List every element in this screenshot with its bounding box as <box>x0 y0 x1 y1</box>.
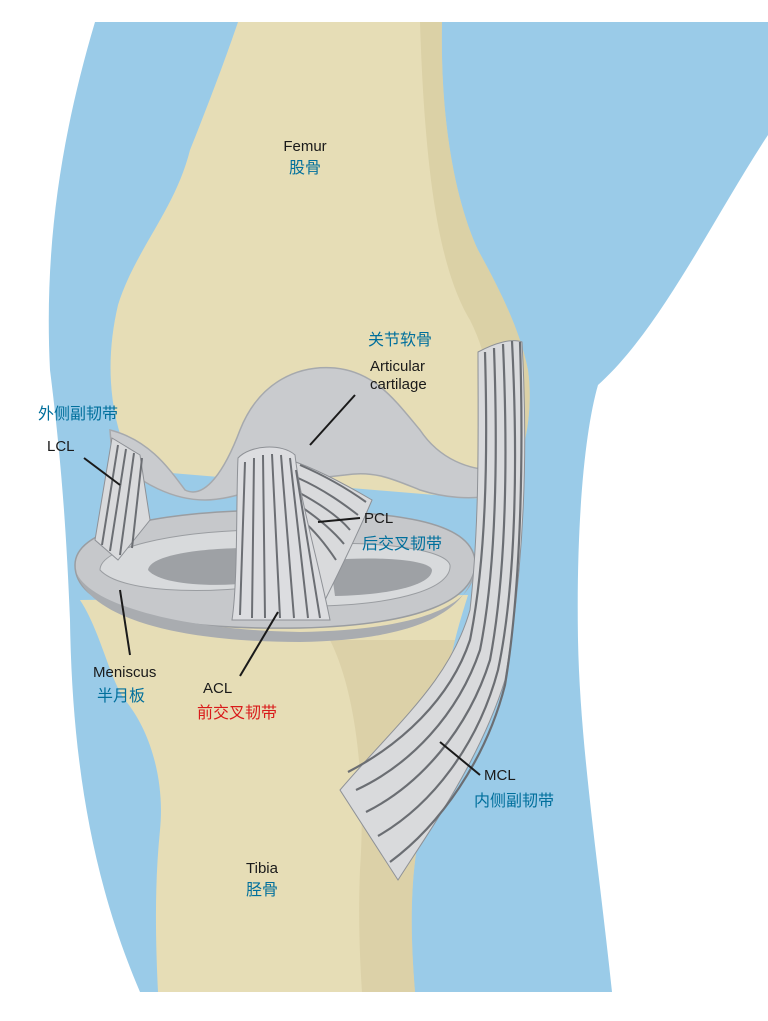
lcl-ligament <box>94 437 151 561</box>
meniscus-hole-lateral <box>148 548 258 585</box>
meniscus-leader <box>119 589 131 656</box>
cartilage-label-en-line1: Articular <box>370 358 426 375</box>
tibia-label-zh: 胫骨 <box>245 882 279 899</box>
acl-label-en: ACL <box>203 680 233 697</box>
mcl-ligament <box>339 340 526 881</box>
pcl-label-zh: 后交叉韧带 <box>362 536 443 553</box>
cartilage-leader <box>309 394 356 446</box>
meniscus-hole-medial <box>330 558 432 596</box>
mcl-label-en: MCL <box>484 767 516 784</box>
femur-bone <box>110 22 530 500</box>
cartilage-label-zh: 关节软骨 <box>368 332 433 349</box>
mcl-label-zh: 内侧副韧带 <box>474 793 555 810</box>
lcl-label-zh: 外侧副韧带 <box>38 406 119 423</box>
meniscus-rim <box>75 565 476 642</box>
lcl-leader <box>83 457 121 486</box>
meniscus-label-zh: 半月板 <box>97 688 146 705</box>
acl-leader <box>239 611 279 677</box>
cartilage-label-en-line2: cartilage <box>370 376 427 393</box>
femur-label-en: Femur <box>283 138 327 155</box>
mcl-leader <box>439 741 481 776</box>
lcl-label-en: LCL <box>47 438 75 455</box>
tibia-label-en: Tibia <box>246 860 278 877</box>
pcl-label-en: PCL <box>364 510 394 527</box>
pcl-leader <box>317 517 361 523</box>
femur-label-zh: 股骨 <box>288 160 322 177</box>
meniscus-label-en: Meniscus <box>93 664 157 681</box>
acl-ligament <box>231 446 331 621</box>
acl-label-zh: 前交叉韧带 <box>197 705 278 722</box>
